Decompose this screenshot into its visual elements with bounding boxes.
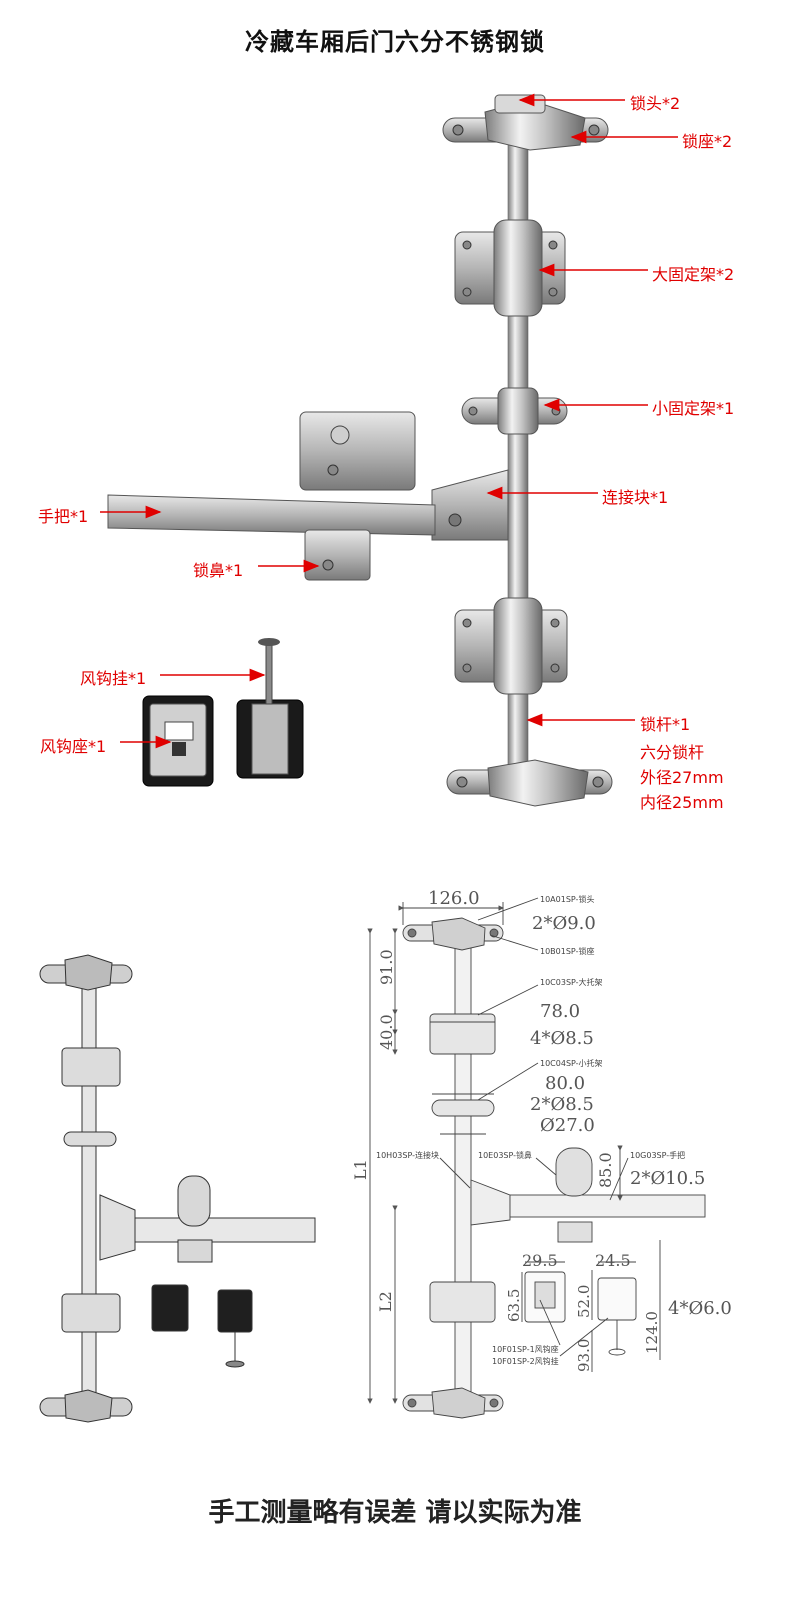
dim-2x85: 2*Ø8.5 bbox=[530, 1094, 594, 1115]
handle bbox=[107, 411, 436, 581]
wind-hook bbox=[236, 638, 304, 779]
callout-wind-hook-seat: 风钩座*1 bbox=[40, 737, 107, 756]
dim-27: Ø27.0 bbox=[540, 1115, 595, 1136]
front-view-schematic bbox=[39, 954, 316, 1423]
note-lock-seat: 10B01SP-锁座 bbox=[540, 946, 594, 956]
dim-85: 85.0 bbox=[596, 1152, 615, 1188]
dim-l1: L1 bbox=[351, 1159, 370, 1180]
callout-lock-nose: 锁鼻*1 bbox=[193, 561, 244, 580]
callout-big-bracket: 大固定架*2 bbox=[652, 265, 735, 284]
footer-disclaimer: 手工测量略有误差 请以实际为准 bbox=[208, 1498, 582, 1528]
big-bracket-bottom bbox=[454, 597, 568, 695]
callout-wind-hook: 风钩挂*1 bbox=[80, 669, 147, 688]
callout-lock-seat: 锁座*2 bbox=[682, 132, 733, 151]
dim-124: 124.0 bbox=[643, 1311, 661, 1354]
top-lock-assembly bbox=[442, 94, 609, 151]
dim-126: 126.0 bbox=[428, 888, 480, 909]
note-hook: 10F01SP-2风钩挂 bbox=[492, 1356, 559, 1366]
bottom-lock-assembly bbox=[446, 759, 613, 807]
dim-2x9: 2*Ø9.0 bbox=[532, 913, 596, 934]
callout-handle: 手把*1 bbox=[38, 507, 89, 526]
callout-small-bracket: 小固定架*1 bbox=[652, 399, 735, 418]
dim-40: 40.0 bbox=[377, 1014, 396, 1050]
dim-29-5: 29.5 bbox=[522, 1251, 558, 1270]
note-connector: 10H03SP-连接块 bbox=[376, 1150, 439, 1160]
callout-lock-head: 锁头*2 bbox=[630, 94, 681, 113]
wind-hook-seat bbox=[142, 695, 214, 787]
dim-91: 91.0 bbox=[377, 949, 396, 985]
note-small-bracket: 10C04SP-小托架 bbox=[540, 1058, 603, 1068]
dim-2x105: 2*Ø10.5 bbox=[630, 1168, 705, 1189]
dim-4x85: 4*Ø8.5 bbox=[530, 1028, 594, 1049]
dim-4x6: 4*Ø6.0 bbox=[668, 1298, 732, 1319]
note-handle: 10G03SP-手把 bbox=[630, 1150, 685, 1160]
dim-93: 93.0 bbox=[575, 1339, 593, 1372]
dim-78: 78.0 bbox=[540, 1001, 580, 1022]
note-lock-head: 10A01SP-锁头 bbox=[540, 894, 594, 904]
dim-24-5: 24.5 bbox=[595, 1251, 631, 1270]
dim-l2: L2 bbox=[376, 1291, 395, 1312]
page-title: 冷藏车厢后门六分不锈钢锁 bbox=[245, 28, 545, 56]
dimensioned-drawing bbox=[367, 897, 706, 1419]
callout-connector: 连接块*1 bbox=[602, 488, 669, 507]
dim-80: 80.0 bbox=[545, 1073, 585, 1094]
callout-arrows bbox=[100, 93, 678, 749]
rod-spec-line1: 六分锁杆 bbox=[640, 743, 705, 762]
dim-63-5: 63.5 bbox=[505, 1289, 523, 1322]
rod-spec-line3: 内径25mm bbox=[640, 793, 724, 812]
note-lock-nose: 10E03SP-锁鼻 bbox=[478, 1150, 532, 1160]
note-big-bracket: 10C03SP-大托架 bbox=[540, 977, 603, 987]
rod-spec-line2: 外径27mm bbox=[640, 768, 724, 787]
small-bracket bbox=[461, 387, 568, 435]
dim-52-0: 52.0 bbox=[575, 1285, 593, 1318]
note-hook-seat: 10F01SP-1风钩座 bbox=[492, 1344, 559, 1354]
callout-lock-rod: 锁杆*1 bbox=[640, 715, 691, 734]
